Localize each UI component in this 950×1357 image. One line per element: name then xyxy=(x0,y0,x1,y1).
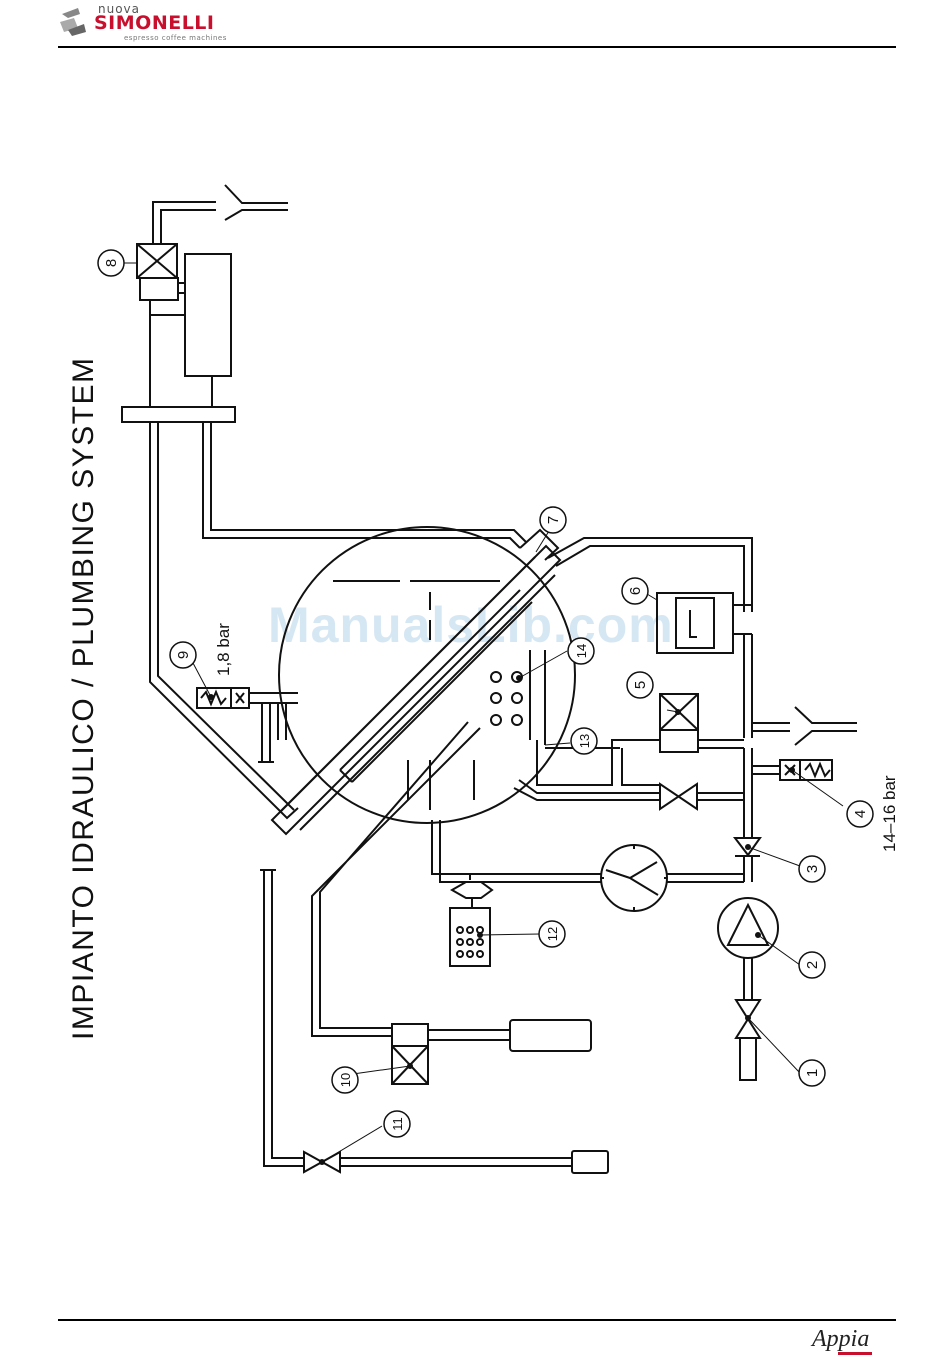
heat-exchanger-block xyxy=(185,254,231,376)
outlet-nozzle-10 xyxy=(510,1020,591,1051)
inner-pipe-b xyxy=(211,422,526,542)
left-pipe-outer xyxy=(150,422,298,818)
outlet-nozzle-11 xyxy=(572,1151,608,1173)
callout-label-13: 13 xyxy=(577,734,592,748)
callout-label-2: 2 xyxy=(804,961,821,969)
callout-label-11: 11 xyxy=(390,1117,405,1131)
pressure-switch-6 xyxy=(657,593,733,653)
callout-label-9: 9 xyxy=(175,651,192,659)
group-manifold-plate xyxy=(122,407,235,422)
callout-label-1: 1 xyxy=(804,1069,821,1077)
hot-water-pipe-11 xyxy=(264,870,304,1166)
hx-outlet-pipe xyxy=(548,538,752,612)
solenoid-coil-10 xyxy=(392,1024,428,1046)
model-logo: Appia xyxy=(812,1326,869,1353)
pressure-label-boiler: 1,8 bar xyxy=(214,623,233,676)
pump-line-right xyxy=(744,748,752,838)
callout-label-7: 7 xyxy=(545,516,562,524)
solenoid-coil-8 xyxy=(140,278,178,300)
pressure-label-pump: 14–16 bar xyxy=(880,775,899,852)
solenoid-coil-5 xyxy=(660,730,698,752)
callout-label-4: 4 xyxy=(852,810,869,818)
callout-label-14: 14 xyxy=(574,644,589,658)
fill-pipe xyxy=(514,780,660,800)
check-valve-fill xyxy=(660,784,697,809)
drain-pipe-10 xyxy=(312,722,480,1036)
callout-label-6: 6 xyxy=(627,587,644,595)
footer-divider xyxy=(58,1319,896,1321)
right-outlet-pipe xyxy=(752,723,790,731)
right-funnel xyxy=(795,707,857,745)
callout-label-5: 5 xyxy=(632,681,649,689)
top-funnel xyxy=(225,185,288,220)
pressure-gauge xyxy=(601,845,667,911)
top-outlet-pipe xyxy=(153,202,216,244)
callout-label-10: 10 xyxy=(338,1073,353,1087)
left-pipe-inner xyxy=(158,422,294,810)
callout-label-8: 8 xyxy=(103,259,120,267)
callout-label-12: 12 xyxy=(545,927,560,941)
callout-label-3: 3 xyxy=(804,865,821,873)
model-logo-underline xyxy=(838,1352,872,1355)
